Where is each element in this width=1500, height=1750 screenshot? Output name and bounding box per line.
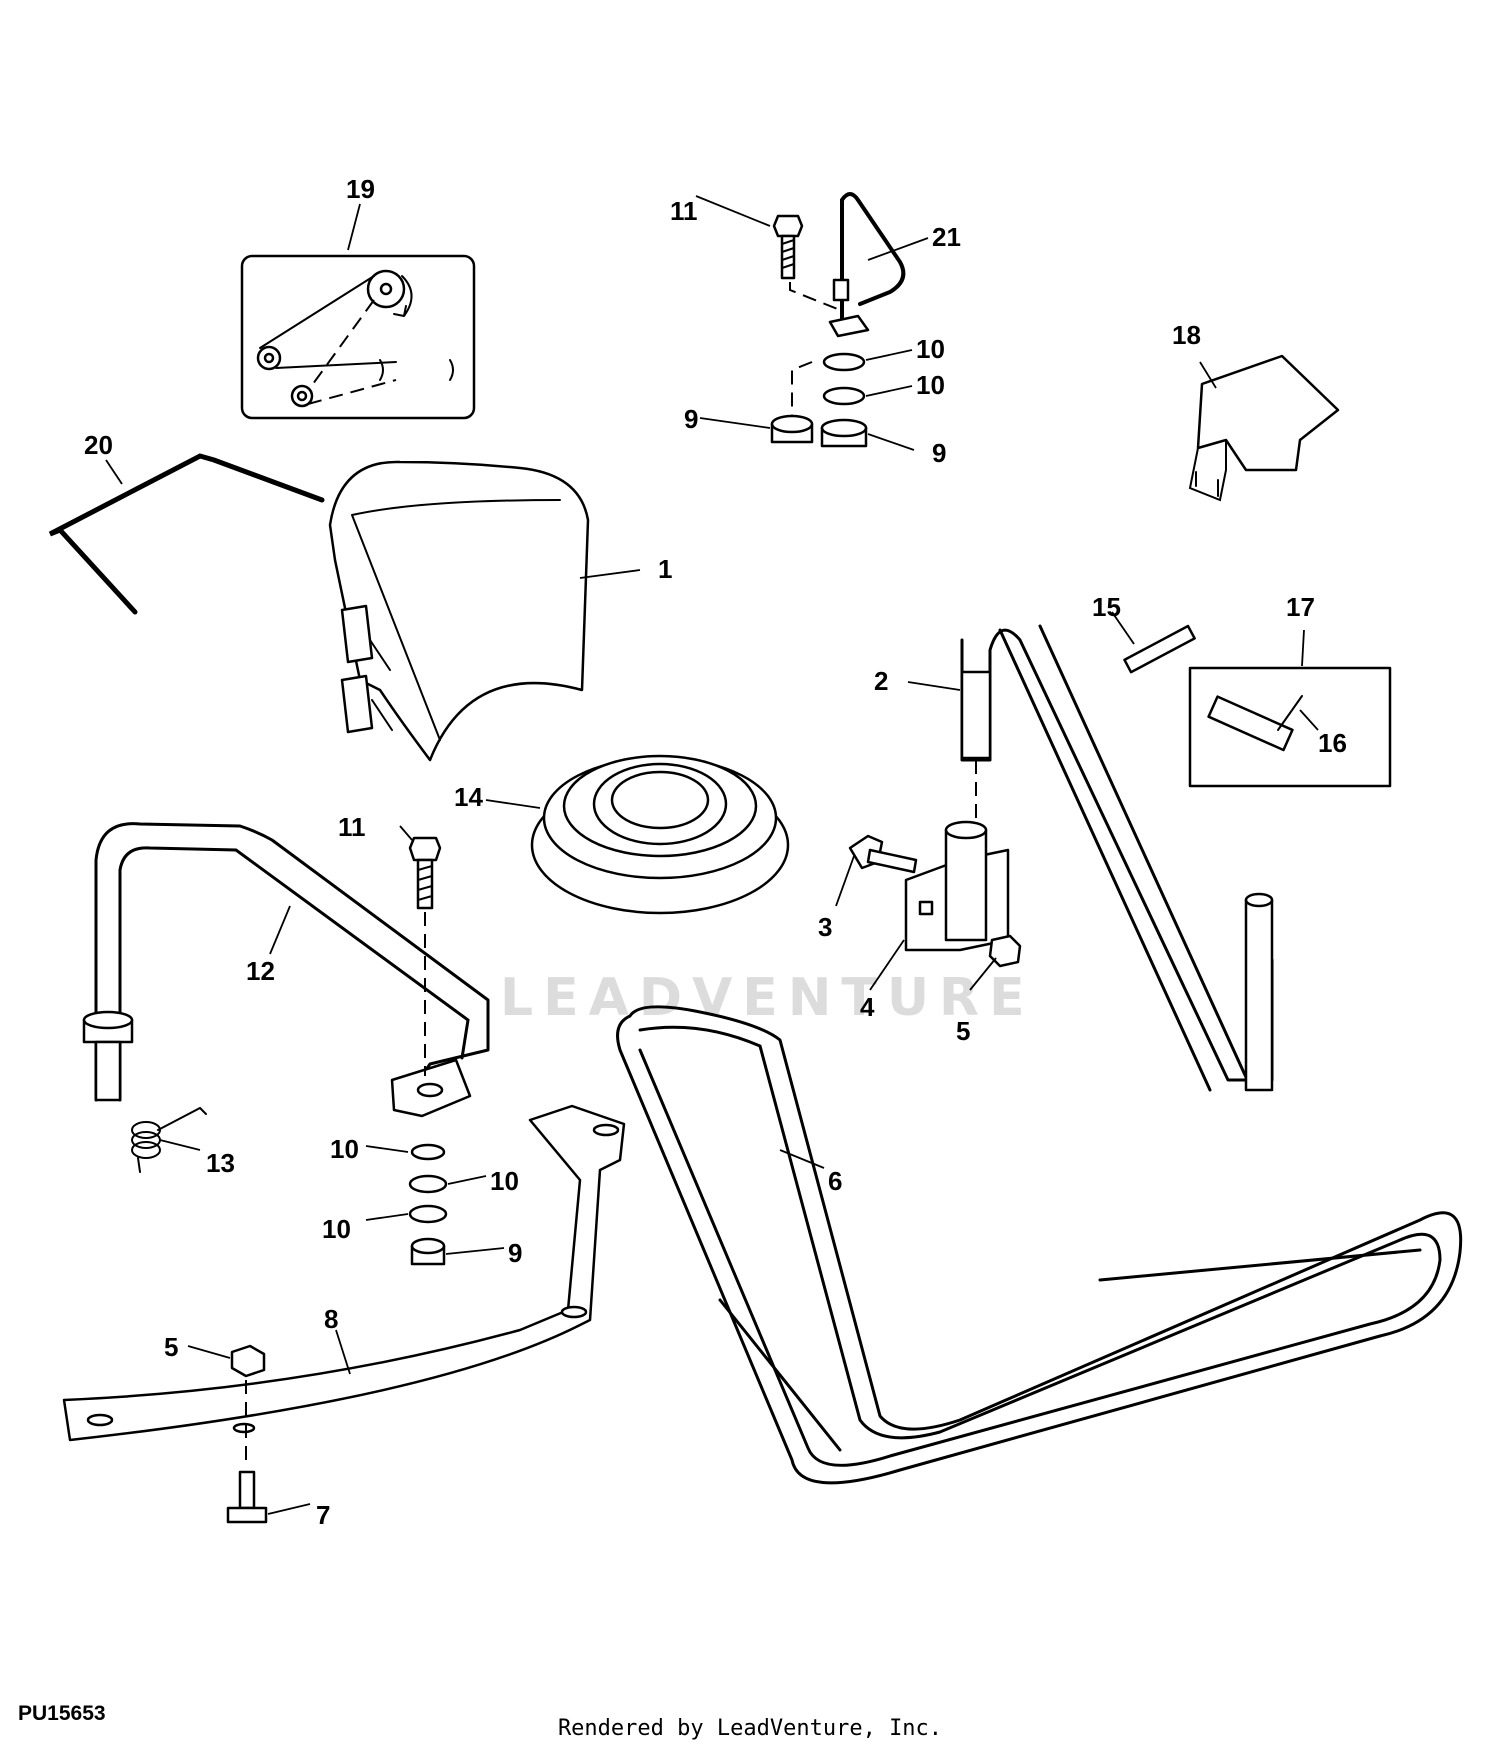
callout-10-top-2: 10 <box>916 370 945 400</box>
callout-18: 18 <box>1172 320 1201 350</box>
belt-shield <box>328 460 590 762</box>
torsion-spring <box>131 1106 207 1173</box>
top-washer-nut-stack <box>770 352 868 448</box>
callout-9-top-left: 9 <box>684 404 698 434</box>
callout-5-lower: 5 <box>164 1332 178 1362</box>
bolt-3 <box>848 834 918 874</box>
callout-11-top: 11 <box>670 196 698 226</box>
callout-2: 2 <box>874 666 888 696</box>
callout-19: 19 <box>346 174 375 204</box>
callouts: 19 20 1 11 21 10 10 9 9 18 15 17 16 2 14… <box>84 174 1347 1530</box>
lock-pin <box>828 192 906 338</box>
callout-3: 3 <box>818 912 832 942</box>
bolt-7 <box>226 1470 268 1524</box>
idler-arm <box>960 624 1274 1092</box>
belt-guide-rod <box>48 453 325 615</box>
callout-11-lower: 11 <box>338 812 366 842</box>
callout-16: 16 <box>1318 728 1347 758</box>
lower-washer-nut-stack <box>408 1143 448 1266</box>
callout-21: 21 <box>932 222 961 252</box>
callout-6: 6 <box>828 1166 842 1196</box>
pin-15 <box>1123 624 1196 674</box>
belt-guide-plate <box>62 1104 626 1442</box>
lower-bolt <box>408 836 442 1076</box>
callout-7: 7 <box>316 1500 330 1530</box>
lower-idler-arm <box>82 822 490 1118</box>
callout-8: 8 <box>324 1304 338 1334</box>
watermark: LEADVENTURE <box>500 968 1035 1028</box>
top-bolt-assembly <box>772 214 841 311</box>
drive-belt <box>616 1005 1463 1485</box>
clutch-pulley <box>530 754 790 915</box>
callout-5-upper: 5 <box>956 1016 970 1046</box>
callout-9-top-right: 9 <box>932 438 946 468</box>
nut-5-upper <box>988 934 1022 968</box>
callout-13: 13 <box>206 1148 235 1178</box>
render-credit: Rendered by LeadVenture, Inc. <box>557 1716 943 1741</box>
callout-9-lower: 9 <box>508 1238 522 1268</box>
figure-code: PU15653 <box>18 1702 106 1725</box>
callout-12: 12 <box>246 956 275 986</box>
belt-routing-decal <box>240 254 476 420</box>
leader-lines <box>105 195 1319 1515</box>
callout-10-lower-2: 10 <box>490 1166 519 1196</box>
deflector-plate <box>1188 354 1340 502</box>
callout-10-lower-3: 10 <box>322 1214 351 1244</box>
nut-5-lower <box>230 1344 266 1378</box>
callout-20: 20 <box>84 430 113 460</box>
callout-14: 14 <box>454 782 483 812</box>
callout-10-lower-1: 10 <box>330 1134 359 1164</box>
callout-17: 17 <box>1286 592 1315 622</box>
callout-10-top-1: 10 <box>916 334 945 364</box>
callout-15: 15 <box>1092 592 1121 622</box>
idler-bracket <box>904 760 1010 952</box>
pin-kit-box <box>1188 666 1392 788</box>
callout-4: 4 <box>860 992 875 1022</box>
callout-1: 1 <box>658 554 672 584</box>
